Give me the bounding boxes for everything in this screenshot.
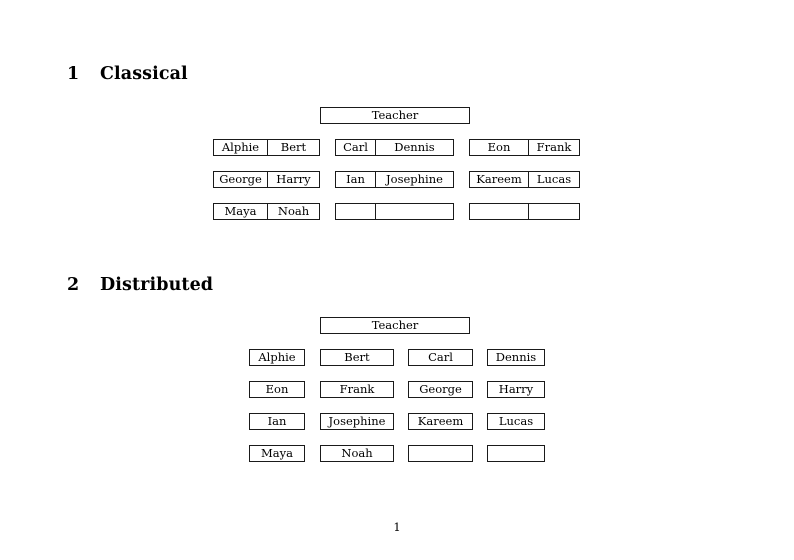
table-row: Alphie Bert (213, 139, 320, 156)
student-cell: Lucas (487, 413, 545, 430)
section-title: Distributed (100, 275, 214, 295)
table-row: Kareem Lucas (469, 171, 580, 188)
student-cell-empty (335, 203, 375, 220)
table-row: Carl Dennis (335, 139, 454, 156)
student-cell: Josephine (375, 171, 454, 188)
student-cell: Harry (267, 171, 320, 188)
student-cell: Noah (267, 203, 320, 220)
section-number: 2 (67, 275, 80, 295)
student-cell: Bert (320, 349, 394, 366)
table-row (469, 203, 580, 220)
student-cell: George (213, 171, 267, 188)
student-cell-empty (528, 203, 580, 220)
student-cell: Dennis (487, 349, 545, 366)
table-row: Ian Josephine (335, 171, 454, 188)
page-number: 1 (393, 520, 401, 534)
table-row: George Harry (213, 171, 320, 188)
table-row: Eon Frank (469, 139, 580, 156)
student-cell: Alphie (213, 139, 267, 156)
student-cell: Noah (320, 445, 394, 462)
teacher-box-classical: Teacher (320, 107, 470, 124)
table-row (335, 203, 454, 220)
student-cell: Dennis (375, 139, 454, 156)
student-cell: Harry (487, 381, 545, 398)
student-cell: Ian (335, 171, 375, 188)
student-cell: Alphie (249, 349, 305, 366)
student-cell: George (408, 381, 473, 398)
student-cell-empty (375, 203, 454, 220)
student-cell-empty (487, 445, 545, 462)
student-cell: Eon (469, 139, 528, 156)
student-cell: Bert (267, 139, 320, 156)
student-cell: Carl (335, 139, 375, 156)
section-title: Classical (100, 64, 188, 84)
student-cell: Josephine (320, 413, 394, 430)
student-cell: Kareem (408, 413, 473, 430)
student-cell: Frank (320, 381, 394, 398)
teacher-box-distributed: Teacher (320, 317, 470, 334)
student-cell: Eon (249, 381, 305, 398)
student-cell: Maya (213, 203, 267, 220)
student-cell: Ian (249, 413, 305, 430)
table-row: Maya Noah (213, 203, 320, 220)
student-cell: Frank (528, 139, 580, 156)
student-cell-empty (408, 445, 473, 462)
student-cell: Maya (249, 445, 305, 462)
section-number: 1 (67, 64, 80, 84)
student-cell: Lucas (528, 171, 580, 188)
student-cell-empty (469, 203, 528, 220)
student-cell: Carl (408, 349, 473, 366)
student-cell: Kareem (469, 171, 528, 188)
